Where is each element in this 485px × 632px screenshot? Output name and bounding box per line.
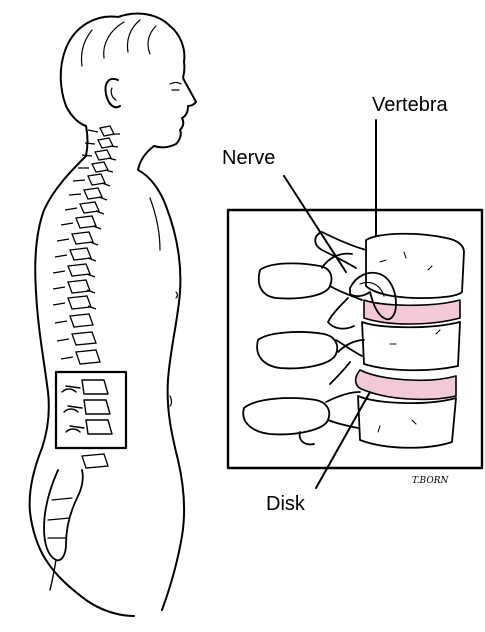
- artist-signature: T.BORN: [412, 476, 449, 486]
- label-vertebra: Vertebra: [372, 95, 448, 115]
- label-nerve: Nerve: [222, 148, 275, 168]
- label-disk: Disk: [266, 494, 305, 514]
- inset-frame: [228, 210, 482, 468]
- spine-column: [44, 470, 83, 590]
- spine-vertebrae: [53, 126, 120, 468]
- nerve-leader-line: [284, 176, 346, 272]
- inset-vertebrae: [243, 232, 464, 448]
- human-figure: [30, 14, 196, 616]
- svg-text:T.BORN: T.BORN: [412, 476, 449, 486]
- highlighted-lumbar-vertebrae: [62, 380, 112, 434]
